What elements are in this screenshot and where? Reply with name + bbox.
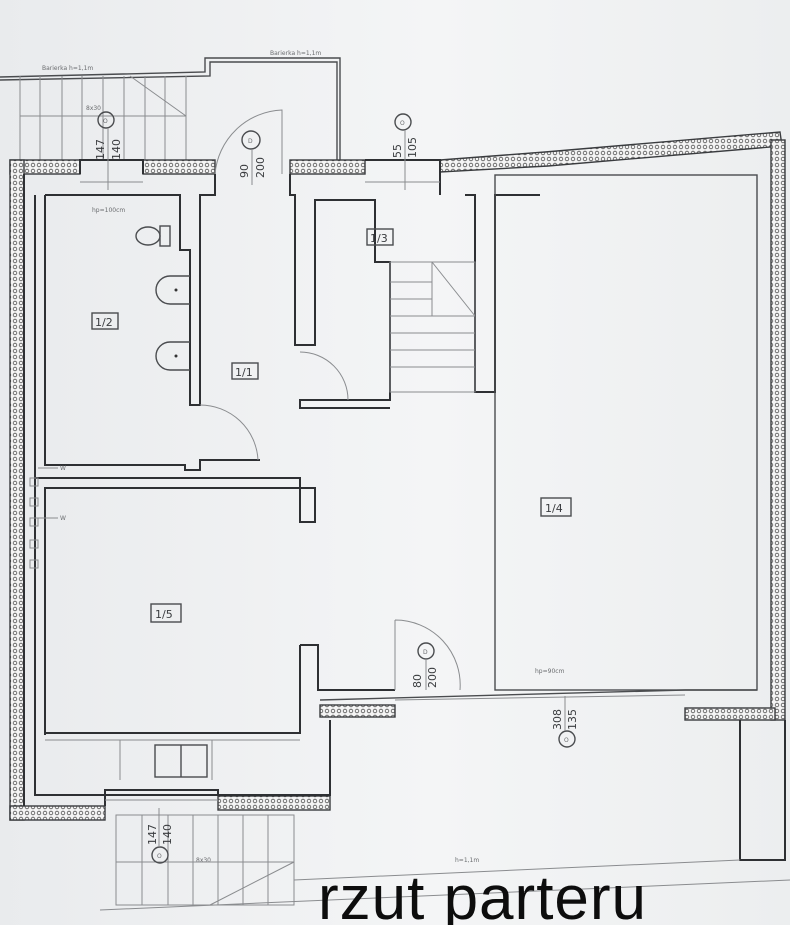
sill-label: hp=100cm [92,207,125,214]
svg-text:O: O [564,737,569,744]
svg-text:1/1: 1/1 [235,366,253,379]
svg-text:1/5: 1/5 [155,608,173,621]
drawing-title: rzut parteru [318,864,648,925]
svg-text:D: D [248,138,253,145]
svg-text:200: 200 [254,157,267,178]
doors [199,109,461,691]
svg-text:55: 55 [391,144,404,158]
stair-label: 8x30 [86,105,101,112]
washbasin-icon [155,275,190,305]
svg-text:O: O [157,853,162,860]
top-terrace [0,57,341,160]
svg-text:O: O [103,118,108,125]
room-label-1-3: 1/3 [366,228,394,246]
washbasin-icon [155,341,190,371]
svg-text:1/3: 1/3 [370,232,388,245]
svg-text:140: 140 [161,824,174,845]
railing-label: h=1,1m [455,857,479,864]
svg-text:147: 147 [146,824,159,845]
kitchen-counter [45,739,300,780]
svg-text:O: O [400,120,405,127]
sill-label: hp=90cm [535,668,565,675]
window-tag: O 308 135 [551,696,579,748]
svg-text:90: 90 [238,164,251,178]
toilet-icon [135,225,171,247]
svg-text:140: 140 [110,139,123,160]
svg-text:1/4: 1/4 [545,502,563,515]
window-tag: O 147 140 [94,111,123,190]
svg-text:80: 80 [411,674,424,688]
svg-text:1/2: 1/2 [95,316,113,329]
svg-text:D: D [423,649,428,656]
window-tag: O 147 140 [146,808,174,864]
svg-text:147: 147 [94,139,107,160]
vent-label: W [60,515,66,522]
room-label-1-1: 1/1 [231,362,259,380]
room-label-1-5: 1/5 [150,603,182,623]
outer-walls [9,131,786,861]
svg-text:105: 105 [406,137,419,158]
room-label-1-2: 1/2 [91,312,119,330]
svg-text:200: 200 [426,667,439,688]
window-tag: O 55 105 [391,113,419,190]
svg-text:135: 135 [566,709,579,730]
stair-label: 8x30 [196,857,211,864]
door-tag: D 90 200 [238,130,267,185]
door-tag: D 80 200 [411,642,439,690]
room-label-1-4: 1/4 [540,497,572,517]
vent-icons [29,467,58,569]
svg-text:308: 308 [551,709,564,730]
railing-label: Barierka h=1,1m [270,50,321,57]
vent-label: W [60,465,66,472]
railing-label: Barierka h=1,1m [42,65,93,72]
bottom-terrace [99,814,790,911]
interior-walls [35,174,758,735]
interior-stairs [389,261,476,393]
